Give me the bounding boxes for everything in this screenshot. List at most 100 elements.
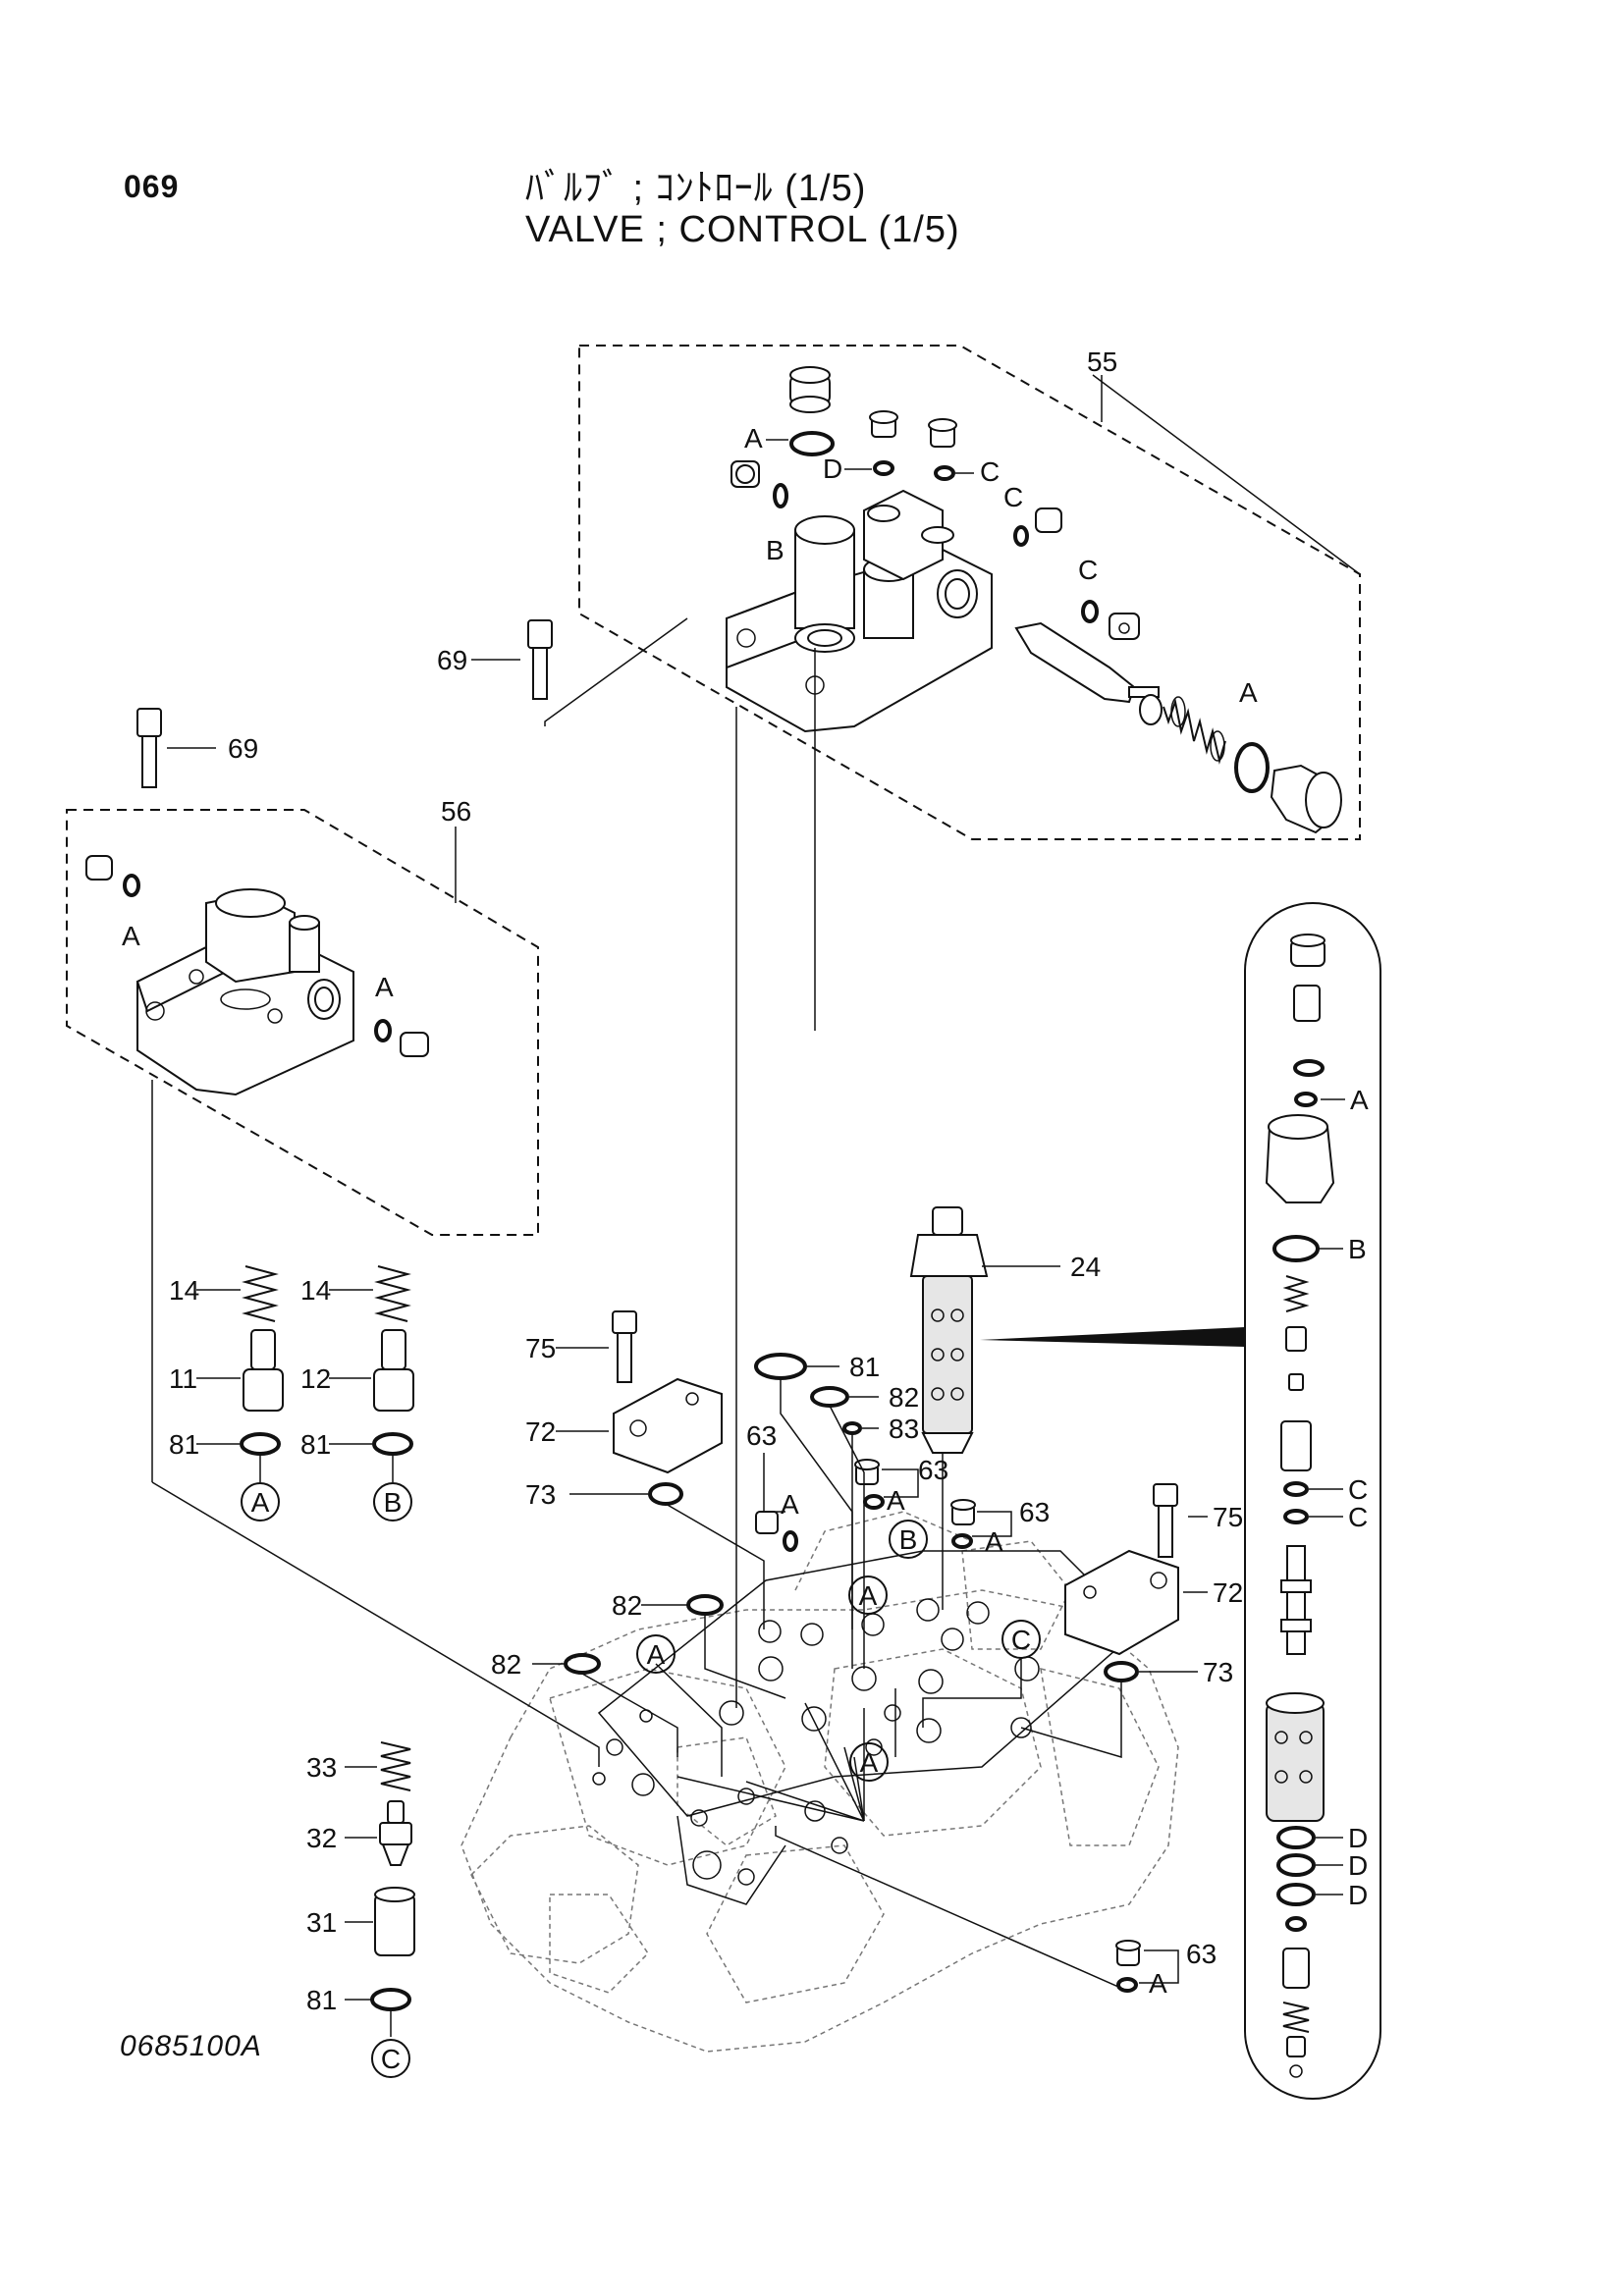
letter-c-55-low: C: [1078, 555, 1098, 585]
piston-11: [243, 1329, 284, 1412]
o-ring-a-56-left: [123, 874, 140, 897]
plug-63-b: [755, 1511, 779, 1534]
circled-letter-a-center-1: A: [848, 1575, 888, 1615]
o-ring-c-55-top: [934, 465, 955, 481]
o-ring-a-63-d: [1116, 1977, 1138, 1993]
callout-32: 32: [306, 1823, 337, 1853]
cartridge-24: [909, 1206, 989, 1454]
letter-b-55: B: [766, 535, 784, 565]
callout-73-right: 73: [1203, 1657, 1233, 1687]
piston-12: [373, 1329, 414, 1412]
plug-cap-55: [1270, 764, 1342, 834]
cover-72-right: [1064, 1549, 1179, 1656]
plug-right-55: [1109, 613, 1140, 640]
letter-b-detail: B: [1348, 1234, 1367, 1264]
assembly-56-boundary: [66, 809, 539, 1236]
o-ring-82-low: [564, 1653, 601, 1675]
circled-letter-a-center-3: A: [849, 1742, 889, 1782]
letter-a-56-right: A: [375, 972, 394, 1002]
svg-text:B: B: [384, 1487, 403, 1518]
title-english: VALVE ; CONTROL (1/5): [525, 209, 960, 250]
letter-d-detail-1: D: [1348, 1823, 1368, 1853]
svg-text:A: A: [647, 1639, 666, 1670]
bolt-75-left: [612, 1310, 637, 1383]
assembly-55-boundary: [578, 345, 1361, 840]
assembly-55-housing: [726, 489, 993, 733]
plug-small-1: [869, 410, 898, 438]
side-plug-left-55: [730, 460, 760, 488]
o-ring-73-right: [1104, 1661, 1139, 1682]
letter-a-56-left: A: [122, 921, 140, 951]
o-ring-81-center: [754, 1353, 807, 1380]
page-number: 069: [124, 169, 180, 204]
spring-seat-55: [1139, 694, 1163, 725]
letter-d-detail-2: D: [1348, 1850, 1368, 1881]
callout-12: 12: [300, 1363, 331, 1394]
leader-lines: [151, 374, 1361, 2037]
callout-69-lower: 69: [228, 733, 258, 764]
o-ring-c-55-low: [1081, 600, 1099, 623]
o-ring-81-bottom: [370, 1988, 411, 2011]
callout-33: 33: [306, 1752, 337, 1783]
letter-c-55-mid: C: [1003, 482, 1023, 512]
bolt-69-lower: [136, 708, 162, 788]
letter-a-63-b: A: [781, 1489, 799, 1520]
callout-82-low: 82: [491, 1649, 521, 1680]
spring-14-left: [242, 1265, 279, 1322]
svg-text:C: C: [1011, 1625, 1031, 1655]
letter-a-55-top: A: [744, 423, 763, 454]
o-ring-d-55: [873, 460, 894, 476]
circled-letter-a-center-2: A: [636, 1634, 676, 1674]
assembly-56-housing: [135, 888, 354, 1096]
circled-letter-b-left: B: [373, 1482, 412, 1522]
letter-a-63-a: A: [887, 1485, 905, 1516]
callout-73-left: 73: [525, 1479, 556, 1510]
side-plug-right-55: [1035, 507, 1062, 533]
callout-31: 31: [306, 1907, 337, 1938]
callout-11: 11: [169, 1363, 197, 1394]
spring-33: [380, 1741, 411, 1791]
o-ring-a-63-c: [951, 1533, 973, 1549]
callout-83: 83: [889, 1414, 919, 1444]
reference-code: 0685100A: [120, 2030, 262, 2062]
circled-letter-c-left: C: [371, 2039, 410, 2078]
letter-c-55-top: C: [980, 456, 1000, 487]
callout-56: 56: [441, 796, 471, 827]
callout-63-c: 63: [1019, 1497, 1050, 1527]
plug-56-right: [400, 1032, 429, 1057]
callout-14-right: 14: [300, 1275, 331, 1306]
letter-a-63-c: A: [985, 1526, 1003, 1557]
callout-63-d: 63: [1186, 1939, 1217, 1969]
o-ring-a-55: [789, 431, 835, 456]
spool-detail-pointer: [980, 1327, 1245, 1347]
bolt-69-upper: [527, 619, 553, 700]
letter-c-detail-2: C: [1348, 1502, 1368, 1532]
o-ring-b-55: [773, 483, 788, 508]
spring-55: [1163, 696, 1226, 765]
svg-text:A: A: [251, 1487, 270, 1518]
o-ring-73-left: [648, 1482, 683, 1506]
plug-56-left: [85, 855, 113, 881]
callout-14-left: 14: [169, 1275, 199, 1306]
spool-detail-parts: [1265, 934, 1335, 2078]
svg-text:C: C: [381, 2044, 401, 2074]
o-ring-82-top: [810, 1386, 849, 1408]
cover-72-left: [613, 1377, 723, 1474]
spool-detail-frame: [1244, 902, 1381, 2100]
letter-d-detail-3: D: [1348, 1880, 1368, 1910]
spring-14-right: [374, 1265, 411, 1322]
poppet-32: [379, 1800, 412, 1866]
callout-72-left: 72: [525, 1416, 556, 1447]
o-ring-82-mid: [686, 1594, 724, 1616]
callout-63-a: 63: [746, 1420, 777, 1451]
svg-text:B: B: [899, 1524, 918, 1555]
sleeve-31: [374, 1887, 415, 1956]
plug-small-2: [928, 418, 957, 448]
callout-82-mid: 82: [612, 1590, 642, 1621]
o-ring-81-left: [240, 1432, 281, 1456]
circled-letter-a-left: A: [241, 1482, 280, 1522]
title-japanese: ﾊﾞﾙﾌﾞ ; ｺﾝﾄﾛｰﾙ (1/5): [525, 168, 867, 209]
plug-63-c: [950, 1499, 976, 1525]
letter-d-55: D: [823, 454, 842, 484]
